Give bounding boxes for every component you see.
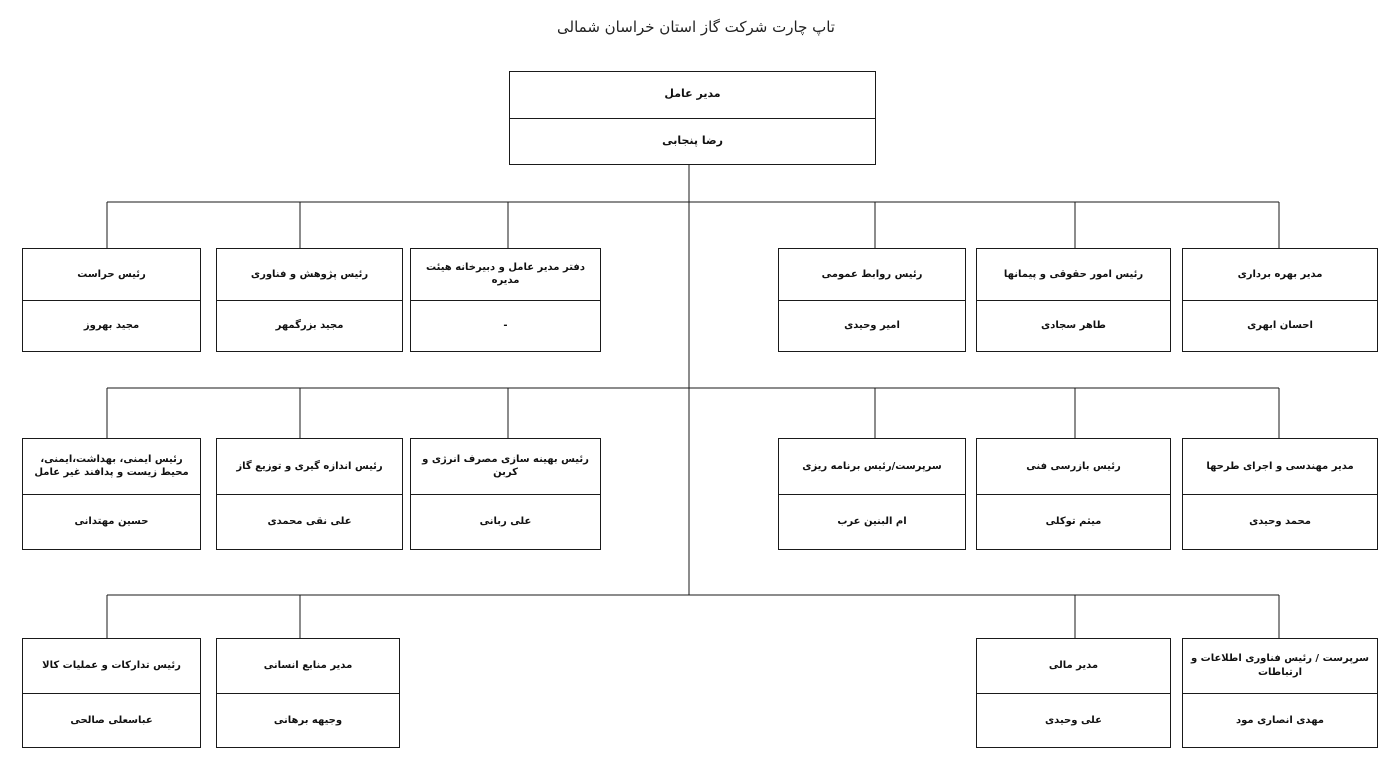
role-label: دفتر مدیر عامل و دبیرخانه هیئت مدیره bbox=[411, 249, 600, 301]
role-label: سرپرست/رئیس برنامه ریزی bbox=[779, 439, 965, 495]
role-label: مدیر عامل bbox=[510, 72, 875, 119]
role-label: رئیس اندازه گیری و توزیع گاز bbox=[217, 439, 402, 495]
person-name: وجیهه برهانی bbox=[273, 714, 343, 726]
role-label: رئیس روابط عمومی bbox=[779, 249, 965, 301]
role-label: رئیس تدارکات و عملیات کالا bbox=[23, 639, 200, 694]
org-box-legal: رئیس امور حقوقی و پیمانها طاهر سجادی bbox=[976, 248, 1171, 352]
org-box-research: رئیس پژوهش و فناوری مجید بزرگمهر bbox=[216, 248, 403, 352]
org-box-human-resources: مدیر منابع انسانی وجیهه برهانی bbox=[216, 638, 400, 748]
person-name: مهدی انصاری مود bbox=[1236, 714, 1325, 726]
role-label: رئیس پژوهش و فناوری bbox=[217, 249, 402, 301]
org-box-ceo-office: دفتر مدیر عامل و دبیرخانه هیئت مدیره - bbox=[410, 248, 601, 352]
role-label: رئیس بازرسی فنی bbox=[977, 439, 1170, 495]
role-label: رئیس حراست bbox=[23, 249, 200, 301]
person-name: طاهر سجادی bbox=[1041, 320, 1106, 331]
person-name: امیر وحیدی bbox=[844, 320, 900, 331]
role-label: مدیر مهندسی و اجرای طرحها bbox=[1183, 439, 1377, 495]
person-name: محمد وحیدی bbox=[1249, 516, 1311, 527]
org-box-inspection: رئیس بازرسی فنی میثم توکلی bbox=[976, 438, 1171, 550]
org-box-root: مدیر عامل رضا پنجابی bbox=[509, 71, 876, 165]
person-name: ام البنین عرب bbox=[837, 516, 907, 527]
person-name: علی ربانی bbox=[479, 516, 532, 527]
role-label: مدیر منابع انسانی bbox=[217, 639, 399, 694]
org-box-finance: مدیر مالی علی وحیدی bbox=[976, 638, 1171, 748]
role-label: مدیر مالی bbox=[977, 639, 1170, 694]
role-label: سرپرست / رئیس فناوری اطلاعات و ارتباطات bbox=[1183, 639, 1377, 694]
role-label: مدیر بهره برداری bbox=[1183, 249, 1377, 301]
role-label: رئیس امور حقوقی و پیمانها bbox=[977, 249, 1170, 301]
org-box-it: سرپرست / رئیس فناوری اطلاعات و ارتباطات … bbox=[1182, 638, 1378, 748]
person-name: مجید بهروز bbox=[83, 320, 140, 331]
org-box-planning: سرپرست/رئیس برنامه ریزی ام البنین عرب bbox=[778, 438, 966, 550]
person-name: میثم توکلی bbox=[1045, 516, 1102, 527]
person-name: - bbox=[503, 320, 508, 331]
person-name: رضا پنجابی bbox=[662, 133, 723, 147]
org-box-metering: رئیس اندازه گیری و توزیع گاز علی نقی محم… bbox=[216, 438, 403, 550]
person-name: عباسعلی صالحی bbox=[70, 714, 153, 726]
org-box-energy-optimization: رئیس بهینه سازی مصرف انرژی و کربن علی رب… bbox=[410, 438, 601, 550]
person-name: علی نقی محمدی bbox=[267, 516, 352, 527]
person-name: احسان ابهری bbox=[1247, 320, 1313, 331]
role-label: رئیس بهینه سازی مصرف انرژی و کربن bbox=[411, 439, 600, 495]
org-box-procurement: رئیس تدارکات و عملیات کالا عباسعلی صالحی bbox=[22, 638, 201, 748]
org-box-hse: رئیس ایمنی، بهداشت،ایمنی، محیط زیست و پد… bbox=[22, 438, 201, 550]
chart-title: تاپ چارت شرکت گاز استان خراسان شمالی bbox=[557, 18, 835, 36]
org-box-public-relations: رئیس روابط عمومی امیر وحیدی bbox=[778, 248, 966, 352]
org-box-security: رئیس حراست مجید بهروز bbox=[22, 248, 201, 352]
role-label: رئیس ایمنی، بهداشت،ایمنی، محیط زیست و پد… bbox=[23, 439, 200, 495]
person-name: حسین مهتدانی bbox=[74, 516, 149, 527]
org-box-operations: مدیر بهره برداری احسان ابهری bbox=[1182, 248, 1378, 352]
person-name: مجید بزرگمهر bbox=[275, 320, 344, 331]
person-name: علی وحیدی bbox=[1045, 714, 1102, 726]
org-box-engineering: مدیر مهندسی و اجرای طرحها محمد وحیدی bbox=[1182, 438, 1378, 550]
